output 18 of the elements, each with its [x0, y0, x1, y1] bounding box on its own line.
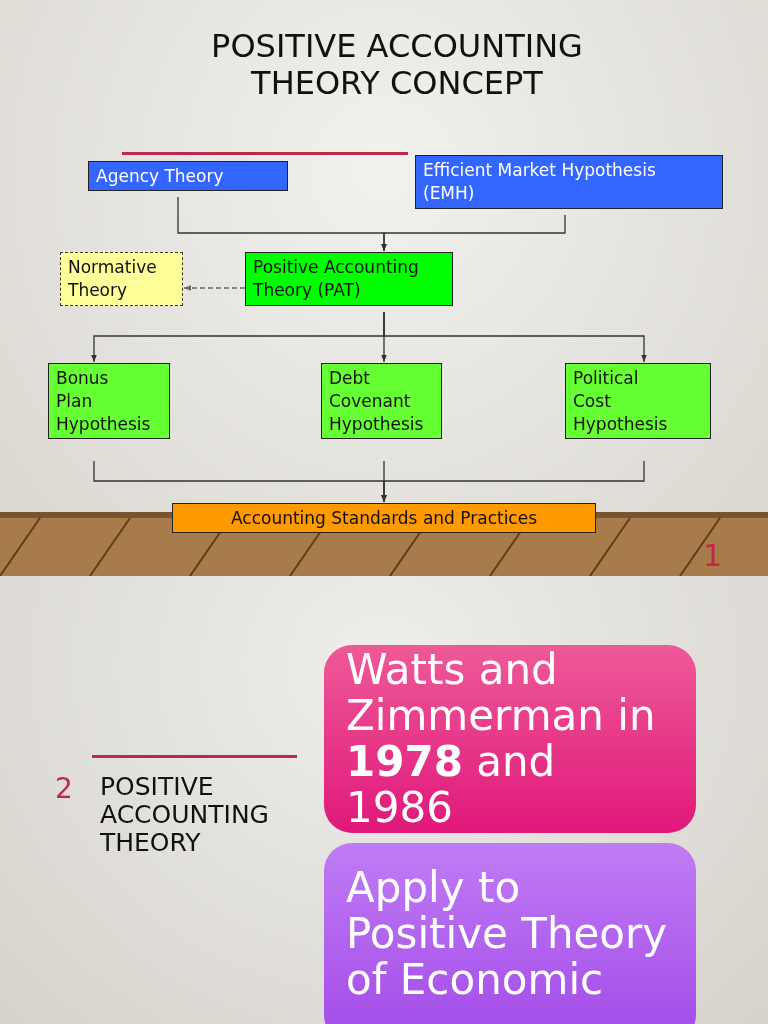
arrow [383, 311, 647, 363]
process-box: Bonus Plan Hypothesis [48, 363, 170, 439]
section-heading: POSITIVE ACCOUNTING THEORY [100, 773, 270, 857]
process-box: Normative Theory [60, 252, 183, 306]
slide-number: 2 [55, 772, 73, 805]
process-box: Positive Accounting Theory (PAT) [245, 252, 453, 306]
arrow [381, 214, 566, 252]
process-box: Debt Covenant Hypothesis [321, 363, 442, 439]
process-box: Efficient Market Hypothesis (EMH) [415, 155, 723, 209]
slide-number: 1 [703, 538, 723, 573]
arrow [381, 460, 645, 503]
process-box: Agency Theory [88, 161, 288, 191]
process-box: Political Cost Hypothesis [565, 363, 711, 439]
rounded-card: Apply to Positive Theory of Economic [324, 843, 696, 1024]
arrow [183, 285, 246, 291]
process-box: Accounting Standards and Practices [172, 503, 596, 533]
slide-title: POSITIVE ACCOUNTING THEORY CONCEPT [210, 28, 584, 102]
rounded-card: Watts and Zimmerman in 1978 and 1986 [324, 645, 696, 833]
